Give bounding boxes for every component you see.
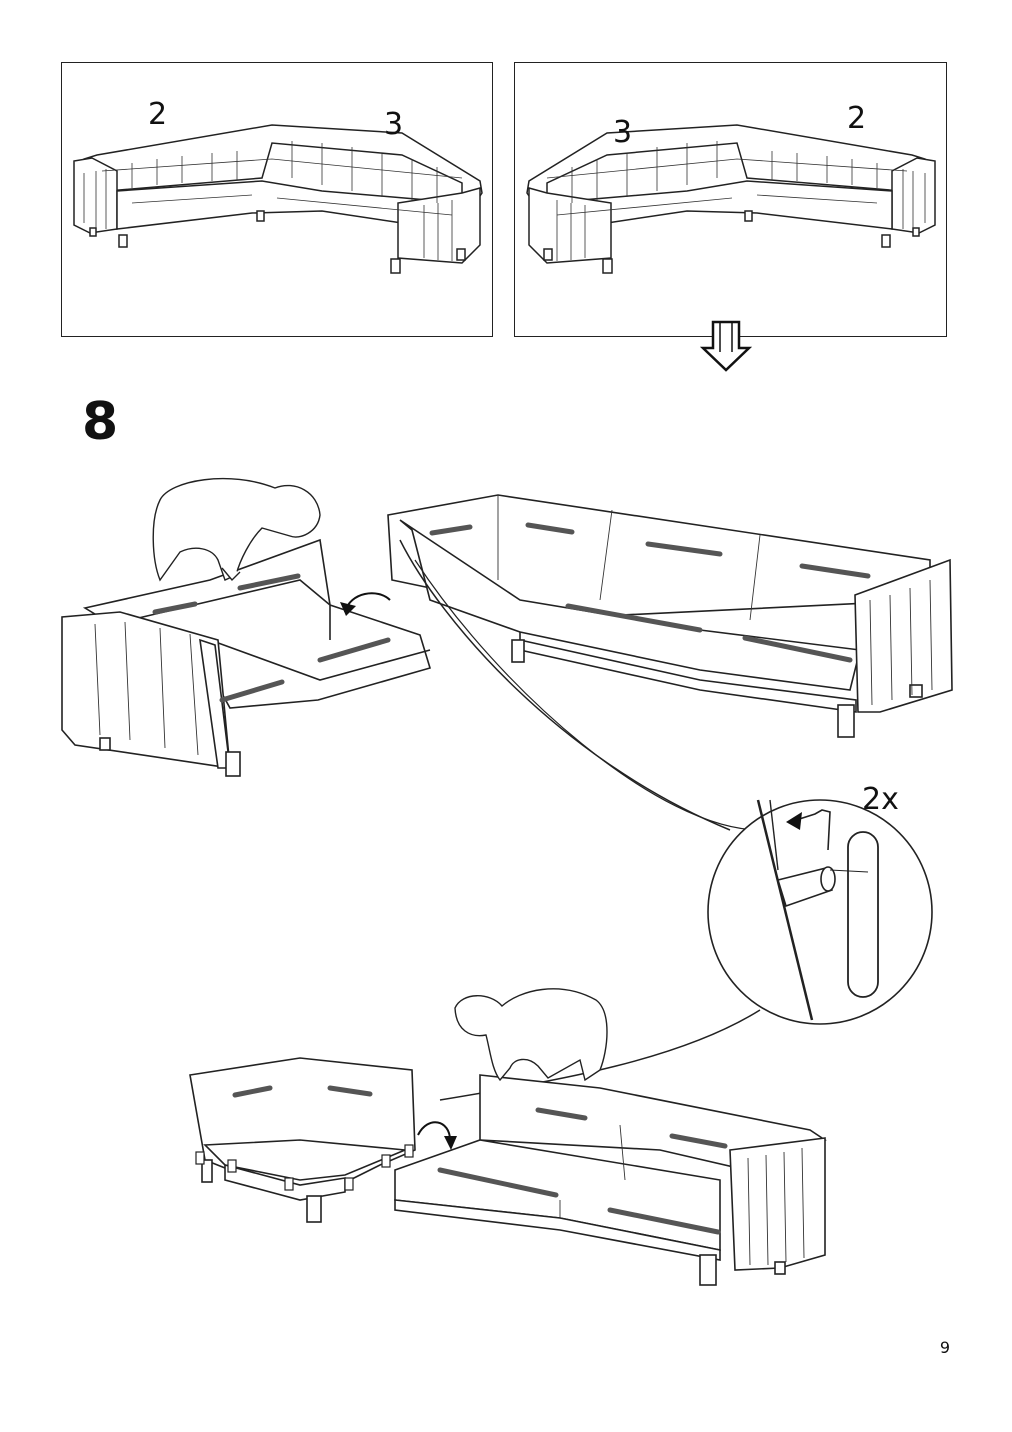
sofa-section-bottom xyxy=(394,1074,827,1286)
corner-sofa-illustration-mirrored xyxy=(526,124,936,274)
panel-left-label-a: 2 xyxy=(148,97,168,132)
overview-panel-right: 3 2 xyxy=(514,62,947,337)
person-lifting-top xyxy=(152,477,321,582)
person-pushing-bottom xyxy=(454,988,608,1082)
corner-section xyxy=(189,1057,416,1223)
panel-left-label-b: 3 xyxy=(384,107,404,142)
step-number: 8 xyxy=(82,392,119,452)
panel-right-label-b: 2 xyxy=(847,101,867,136)
down-arrow-icon xyxy=(699,320,753,372)
sofa-section-right xyxy=(387,494,953,738)
corner-sofa-illustration xyxy=(73,124,483,274)
quantity-label: 2x xyxy=(862,782,899,817)
overview-panel-left: 2 3 xyxy=(61,62,493,337)
sofa-section-left xyxy=(61,538,432,777)
detail-magnifier xyxy=(707,799,933,1025)
panel-right-label-a: 3 xyxy=(613,115,633,150)
slide-arrow-icon xyxy=(786,809,831,851)
page-number: 9 xyxy=(939,1338,950,1357)
